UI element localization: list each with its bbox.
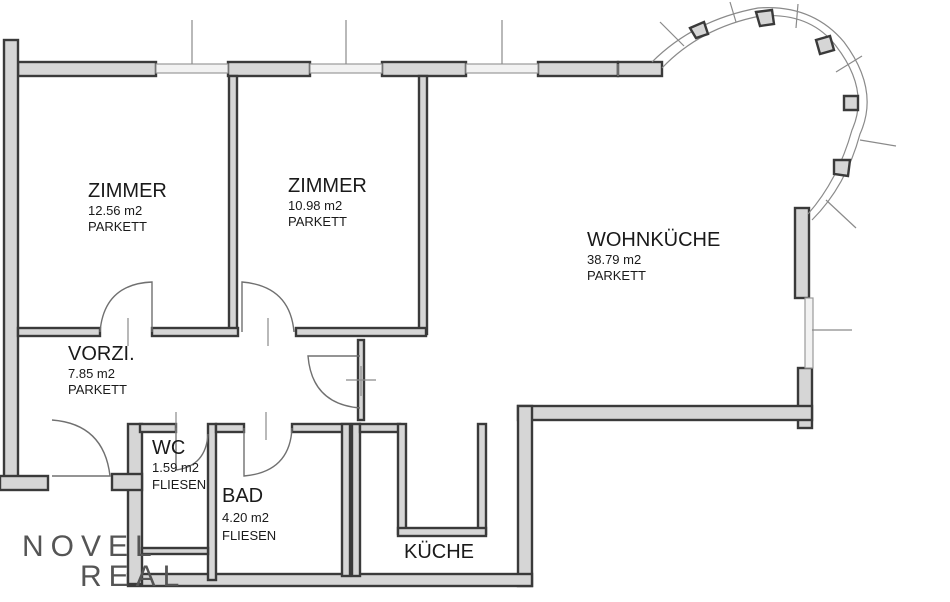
windows — [155, 20, 852, 369]
novel-real-logo: NOVEL REAL — [22, 530, 186, 593]
room-name: ZIMMER — [88, 180, 167, 202]
room-area: 7.85 m2 — [68, 366, 115, 381]
room-name: WC — [152, 437, 185, 459]
room-vorzi: VORZI. 7.85 m2 PARKETT — [68, 343, 135, 397]
logo-line-2: REAL — [80, 560, 186, 593]
room-floor: PARKETT — [288, 214, 347, 229]
walls — [0, 38, 814, 588]
room-kueche: KÜCHE — [404, 541, 474, 563]
room-name: VORZI. — [68, 343, 135, 365]
room-zimmer-1: ZIMMER 12.56 m2 PARKETT — [88, 180, 167, 234]
room-area: 38.79 m2 — [587, 252, 641, 267]
logo-line-1: NOVEL — [22, 530, 159, 563]
room-floor: PARKETT — [88, 219, 147, 234]
room-floor: FLIESEN — [152, 477, 206, 492]
room-wc: WC 1.59 m2 FLIESEN — [152, 437, 206, 492]
room-area: 10.98 m2 — [288, 198, 342, 213]
room-floor: PARKETT — [68, 382, 127, 397]
room-area: 1.59 m2 — [152, 460, 199, 475]
room-floor: FLIESEN — [222, 528, 276, 543]
doors — [51, 281, 376, 477]
room-area: 4.20 m2 — [222, 510, 269, 525]
room-area: 12.56 m2 — [88, 203, 142, 218]
room-bad: BAD 4.20 m2 FLIESEN — [222, 485, 276, 543]
room-name: WOHNKÜCHE — [587, 229, 720, 251]
room-floor: PARKETT — [587, 268, 646, 283]
room-wohnkueche: WOHNKÜCHE 38.79 m2 PARKETT — [587, 229, 720, 283]
room-name: KÜCHE — [404, 541, 474, 563]
bay-window — [651, 1, 897, 229]
room-name: BAD — [222, 485, 263, 507]
room-name: ZIMMER — [288, 175, 367, 197]
room-zimmer-2: ZIMMER 10.98 m2 PARKETT — [288, 175, 367, 229]
